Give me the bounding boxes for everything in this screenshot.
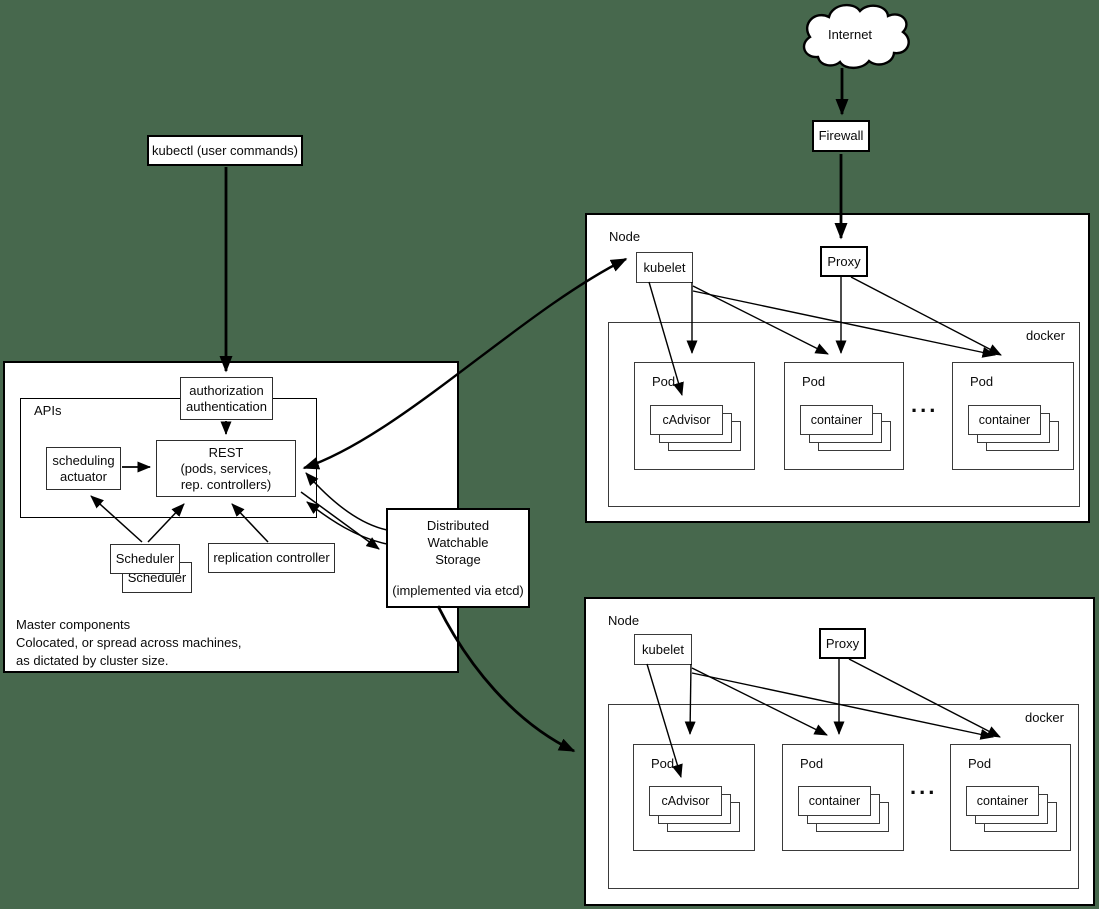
node2-label: Node: [608, 613, 640, 628]
node2-pod2: Pod container: [782, 744, 904, 851]
storage-line1: Distributed: [426, 518, 490, 533]
firewall-box: Firewall: [812, 120, 870, 152]
actuator-line1: scheduling: [52, 452, 115, 468]
pod-label: Pod: [651, 756, 675, 771]
storage-box: Distributed Watchable Storage (implement…: [386, 508, 530, 608]
internet-label: Internet: [827, 27, 873, 42]
pod-label: Pod: [800, 756, 824, 771]
rest-line2: (pods, services,: [180, 460, 272, 476]
pod-label: Pod: [968, 756, 992, 771]
node1-proxy-box: Proxy: [820, 246, 868, 277]
storage-line2: Watchable: [427, 535, 489, 550]
auth-line2: authentication: [186, 398, 267, 414]
scheduler-box: Scheduler: [110, 544, 180, 574]
cadvisor-box: cAdvisor: [650, 405, 723, 435]
node2-pod3: Pod container: [950, 744, 1071, 851]
more-pods-ellipsis: ...: [910, 774, 938, 799]
scheduling-actuator-box: scheduling actuator: [46, 447, 121, 490]
actuator-line2: actuator: [60, 468, 107, 484]
storage-line4: (implemented via etcd): [392, 583, 524, 598]
storage-line3: Storage: [435, 552, 481, 567]
apis-label: APIs: [34, 403, 62, 418]
rest-line1: REST: [208, 444, 244, 460]
node2-proxy-box: Proxy: [819, 628, 866, 659]
cadvisor-box: cAdvisor: [649, 786, 722, 816]
node1-box: Node kubelet Proxy docker Pod cAdvisor P…: [585, 213, 1090, 523]
kubectl-box: kubectl (user commands): [147, 135, 303, 166]
node2-kubelet-box: kubelet: [634, 634, 692, 665]
master-note-line3: as dictated by cluster size.: [16, 653, 169, 668]
pod-label: Pod: [970, 374, 994, 389]
master-note-line1: Master components: [16, 617, 131, 632]
container-box: container: [968, 405, 1041, 435]
master-note-line2: Colocated, or spread across machines,: [16, 635, 242, 650]
node2-pod1: Pod cAdvisor: [633, 744, 755, 851]
node1-docker-label: docker: [1025, 328, 1065, 343]
node1-pod3: Pod container: [952, 362, 1074, 470]
node1-label: Node: [609, 229, 641, 244]
node1-pod1: Pod cAdvisor: [634, 362, 755, 470]
container-box: container: [800, 405, 873, 435]
more-pods-ellipsis: ...: [911, 392, 939, 417]
master-note: Master components Colocated, or spread a…: [16, 616, 241, 670]
pod-label: Pod: [802, 374, 826, 389]
rest-box: REST (pods, services, rep. controllers): [156, 440, 296, 497]
auth-line1: authorization: [189, 382, 264, 398]
replication-controller-box: replication controller: [208, 543, 335, 573]
auth-box: authorization authentication: [180, 377, 273, 420]
node2-docker-label: docker: [1024, 710, 1064, 725]
pod-label: Pod: [652, 374, 676, 389]
node1-docker-box: docker Pod cAdvisor Pod container ...: [608, 322, 1080, 507]
node2-box: Node kubelet Proxy docker Pod cAdvisor P…: [584, 597, 1095, 906]
node2-docker-box: docker Pod cAdvisor Pod container ...: [608, 704, 1079, 889]
container-box: container: [966, 786, 1039, 816]
rest-line3: rep. controllers): [180, 476, 272, 492]
node1-pod2: Pod container: [784, 362, 904, 470]
container-box: container: [798, 786, 871, 816]
node1-kubelet-box: kubelet: [636, 252, 693, 283]
